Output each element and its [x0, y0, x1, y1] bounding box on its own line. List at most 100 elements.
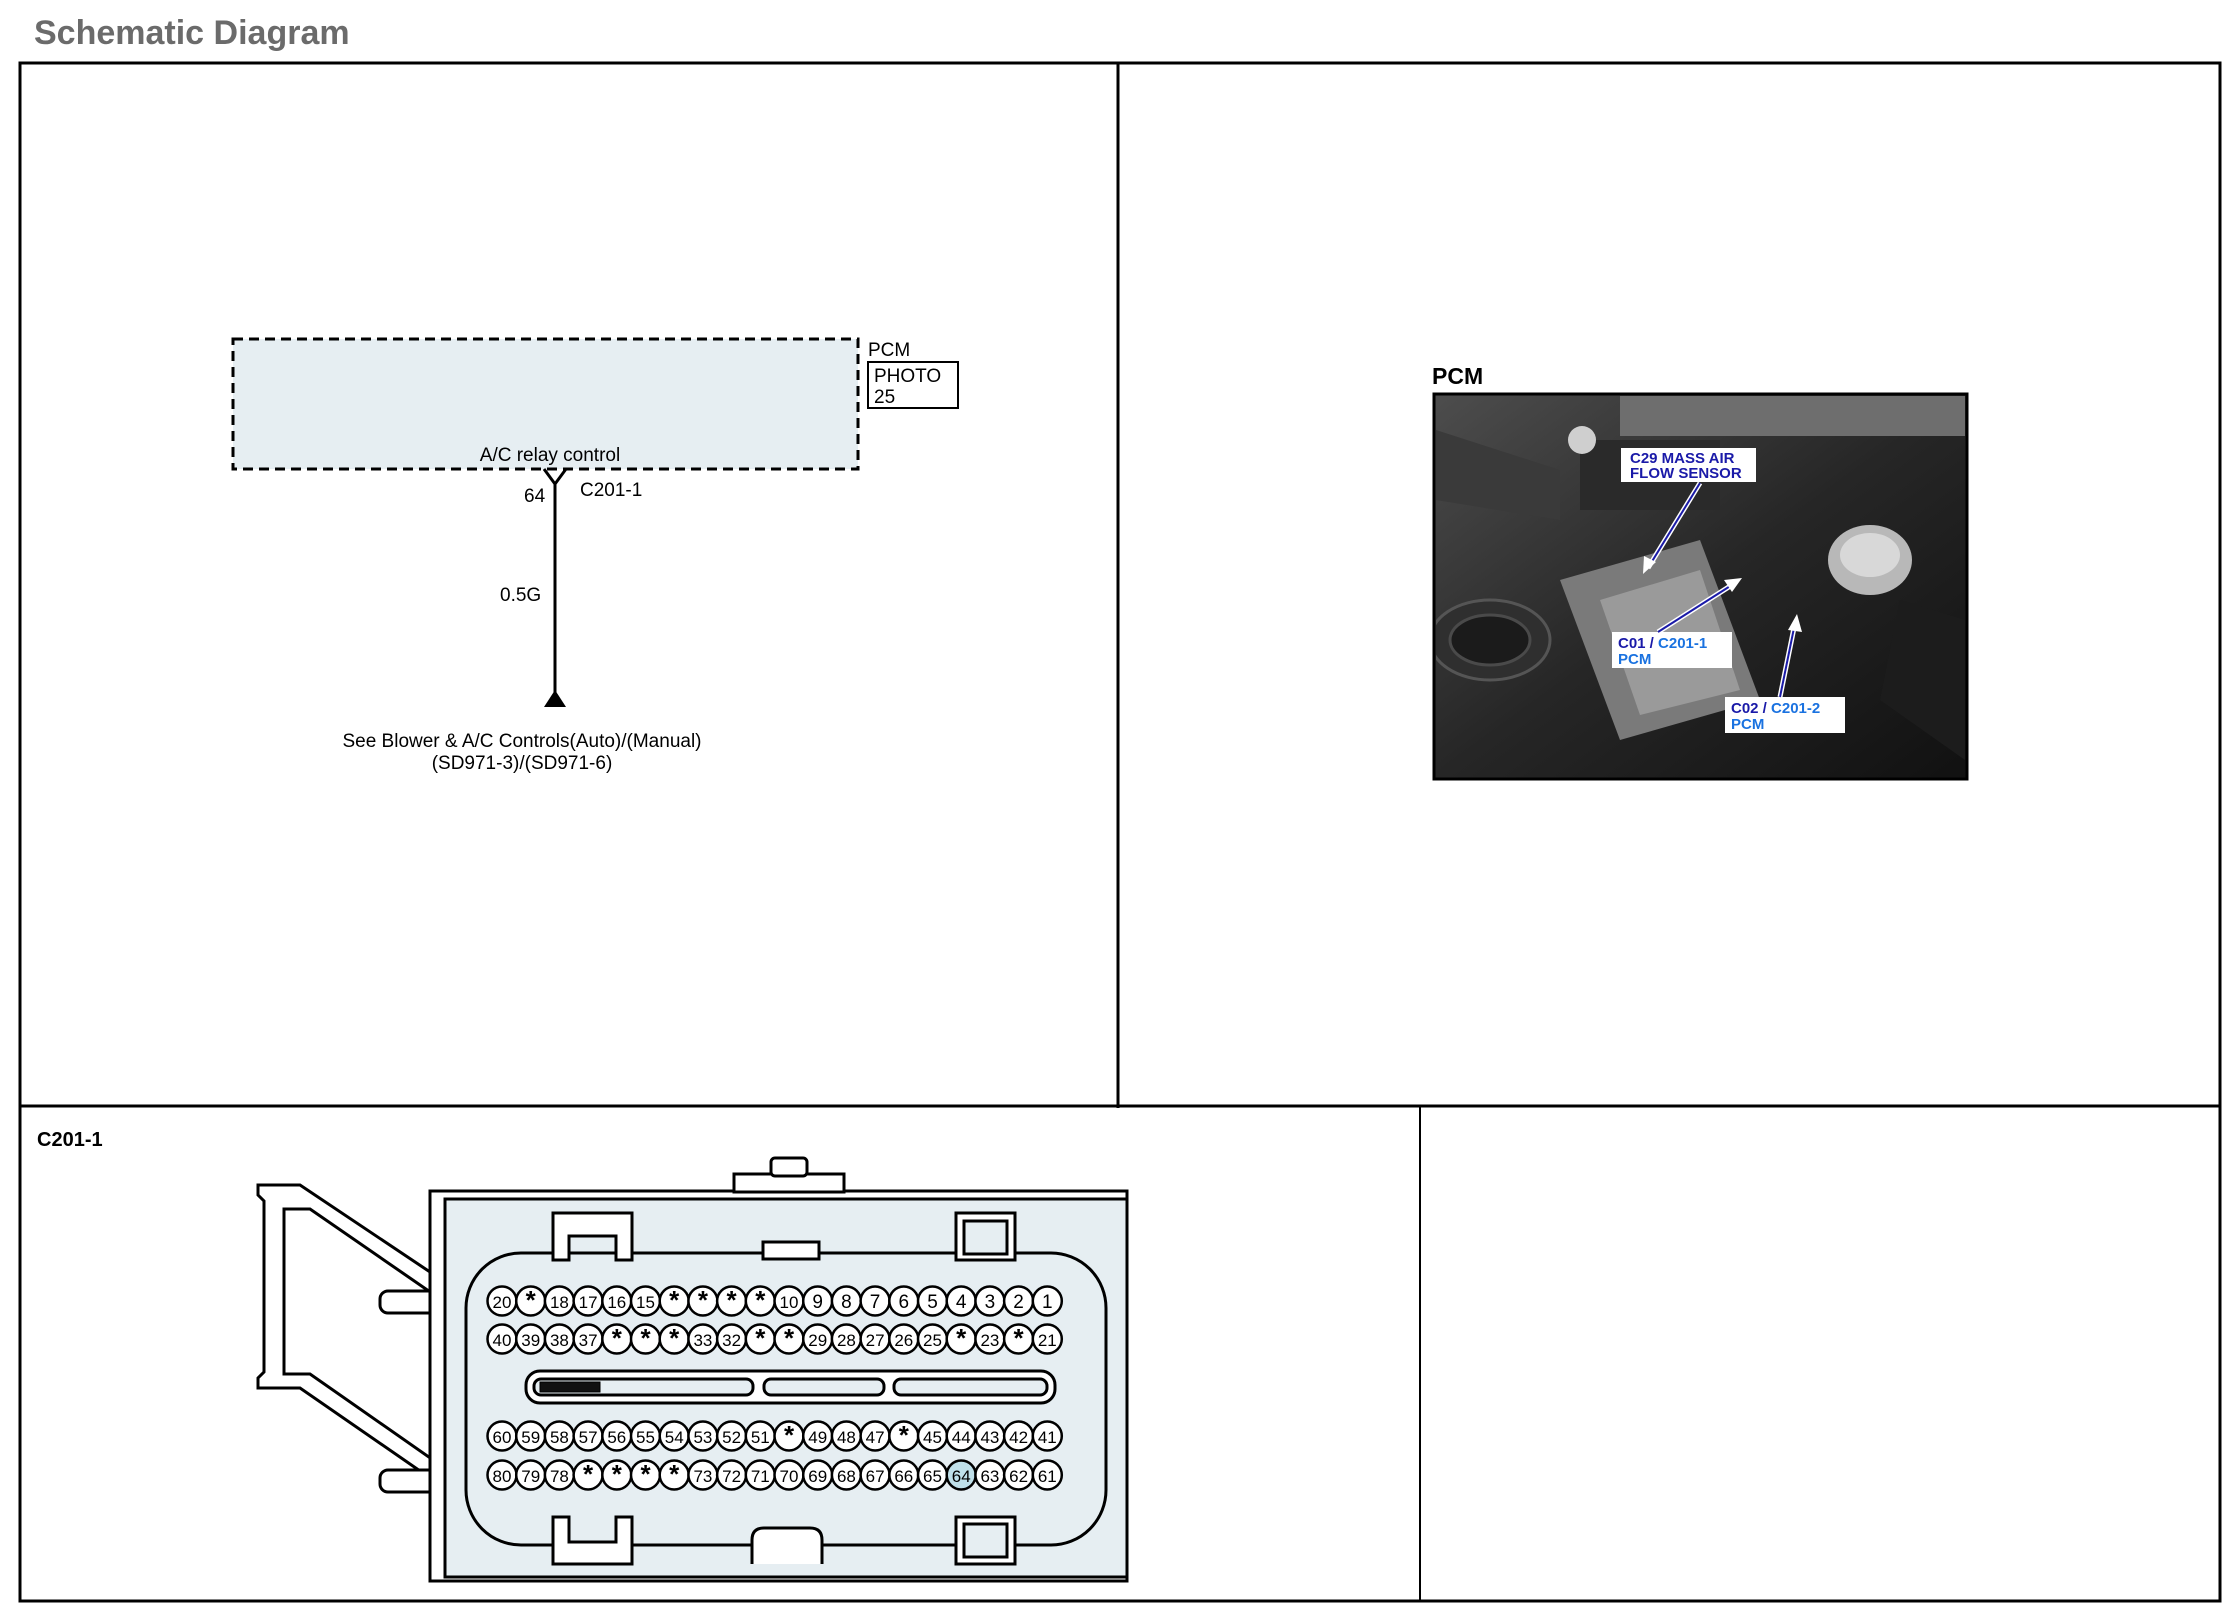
connector-pin-label: 10: [780, 1293, 799, 1312]
connector-pin-label: 28: [837, 1331, 856, 1350]
wire-spec: 0.5G: [500, 585, 541, 606]
connector-pin-label: 59: [521, 1428, 540, 1447]
connector-pin-label: *: [640, 1459, 651, 1489]
connector-pin-label: 48: [837, 1428, 856, 1447]
connector-pin-label: 29: [808, 1331, 827, 1350]
photo-ref-line1: PHOTO: [874, 366, 941, 387]
connector-pin-label: 62: [1009, 1467, 1028, 1486]
connector-pin: [1031, 1285, 1064, 1317]
connector-pin-label: 15: [636, 1293, 655, 1312]
connector-pin-label: 67: [866, 1467, 885, 1486]
connector-pin-label: *: [755, 1323, 766, 1353]
connector-symbol: [542, 468, 568, 487]
connector-pin-label: 47: [866, 1428, 885, 1447]
connector-pin-label: 44: [952, 1428, 971, 1447]
panel-frame: [18, 61, 2222, 1603]
connector-pin-label: 6: [899, 1292, 910, 1313]
connector-pin-label: 20: [493, 1293, 512, 1312]
connector-pin-label: 4: [956, 1292, 967, 1313]
ground-arrow: [544, 690, 566, 707]
connector-pin-label: 49: [808, 1428, 827, 1447]
connector-pin-label: 78: [550, 1467, 569, 1486]
connector-pin-label: 5: [927, 1292, 938, 1313]
connector-pin-label: 42: [1009, 1428, 1028, 1447]
connector-pin-label: 41: [1038, 1428, 1057, 1447]
connector-pin-label: *: [526, 1285, 537, 1315]
c201-2-callout-line1: C02 / C201-2: [1731, 700, 1820, 717]
connector-pin-label: 9: [812, 1292, 823, 1313]
connector-pin-label: *: [784, 1323, 795, 1353]
connector-pin-label: 64: [952, 1467, 971, 1486]
connector-housing: [256, 1156, 1129, 1583]
connector-pin-label: 39: [521, 1331, 540, 1350]
connector-pin-label: 7: [870, 1292, 881, 1313]
connector-pin-label: *: [956, 1323, 967, 1353]
connector-pin-label: 33: [693, 1331, 712, 1350]
connector-pin-label: 38: [550, 1331, 569, 1350]
photo-panel: PCM C29 MASS AIR FLOW SENSOR C01 / C201-…: [1432, 363, 1969, 781]
connector-pin-label: 3: [985, 1292, 996, 1313]
connector-pin-label: 1: [1042, 1292, 1053, 1313]
connector-view-title: C201-1: [37, 1129, 103, 1151]
schematic-panel: PCM PHOTO 25 A/C relay control 64 C201-1…: [231, 337, 959, 774]
connector-pin-label: *: [784, 1420, 795, 1450]
connector-pin-label: 57: [579, 1428, 598, 1447]
page-title: Schematic Diagram: [34, 14, 350, 52]
connector-pin-label: 55: [636, 1428, 655, 1447]
connector-pin-label: 61: [1038, 1467, 1057, 1486]
pin-number: 64: [524, 486, 546, 507]
connector-pin-label: *: [1014, 1323, 1025, 1353]
c201-2-callout-box: [1725, 697, 1845, 733]
connector-pin-label: 60: [493, 1428, 512, 1447]
pcm-module-box: [231, 337, 860, 471]
connector-pin-label: *: [612, 1459, 623, 1489]
reference-note-line1: See Blower & A/C Controls(Auto)/(Manual): [342, 731, 701, 752]
c201-1-callout-line1: C01 / C201-1: [1618, 635, 1707, 652]
connector-pin-label: *: [899, 1420, 910, 1450]
connector-pin-label: 80: [493, 1467, 512, 1486]
connector-pin-label: *: [669, 1459, 680, 1489]
connector-pin-label: 66: [894, 1467, 913, 1486]
connector-pin-label: 51: [751, 1428, 770, 1447]
connector-pin-label: 17: [579, 1293, 598, 1312]
connector-pin-label: *: [583, 1459, 594, 1489]
connector-pin-label: 71: [751, 1467, 770, 1486]
connector-pin-label: *: [755, 1285, 766, 1315]
connector-pin-label: 73: [693, 1467, 712, 1486]
connector-view-panel: C201-1: [37, 1129, 1129, 1583]
connector-pin-label: *: [698, 1285, 709, 1315]
pcm-label: PCM: [868, 340, 910, 361]
connector-pin-label: 16: [607, 1293, 626, 1312]
connector-pin-label: *: [612, 1323, 623, 1353]
connector-pin-label: *: [727, 1285, 738, 1315]
connector-pin: [1031, 1459, 1064, 1491]
connector-pin-label: 21: [1038, 1331, 1057, 1350]
maf-sensor-callout-line2: FLOW SENSOR: [1630, 465, 1742, 482]
connector-pin-label: 63: [980, 1467, 999, 1486]
connector-pin-label: 23: [980, 1331, 999, 1350]
connector-pin-label: *: [669, 1285, 680, 1315]
connector-pin-label: 72: [722, 1467, 741, 1486]
connector-pin-label: 52: [722, 1428, 741, 1447]
connector-pin-label: 70: [780, 1467, 799, 1486]
connector-pin-label: 69: [808, 1467, 827, 1486]
connector-pin: [1031, 1323, 1064, 1355]
maf-sensor-callout-line1: C29 MASS AIR: [1630, 450, 1735, 467]
connector-pin-label: 25: [923, 1331, 942, 1350]
connector-pin-label: 54: [665, 1428, 684, 1447]
connector-pin-label: 56: [607, 1428, 626, 1447]
connector-id: C201-1: [580, 480, 642, 501]
connector-pin-label: 26: [894, 1331, 913, 1350]
circuit-label: A/C relay control: [480, 445, 620, 466]
connector-pin-label: 43: [980, 1428, 999, 1447]
connector-pin-label: 32: [722, 1331, 741, 1350]
connector-pin-label: 40: [493, 1331, 512, 1350]
connector-pin-label: 65: [923, 1467, 942, 1486]
c201-1-callout-line2: PCM: [1618, 651, 1651, 668]
connector-pin-label: 79: [521, 1467, 540, 1486]
maf-sensor-callout-box: [1621, 448, 1756, 482]
photo-title: PCM: [1432, 363, 1483, 389]
connector-pin-label: *: [640, 1323, 651, 1353]
